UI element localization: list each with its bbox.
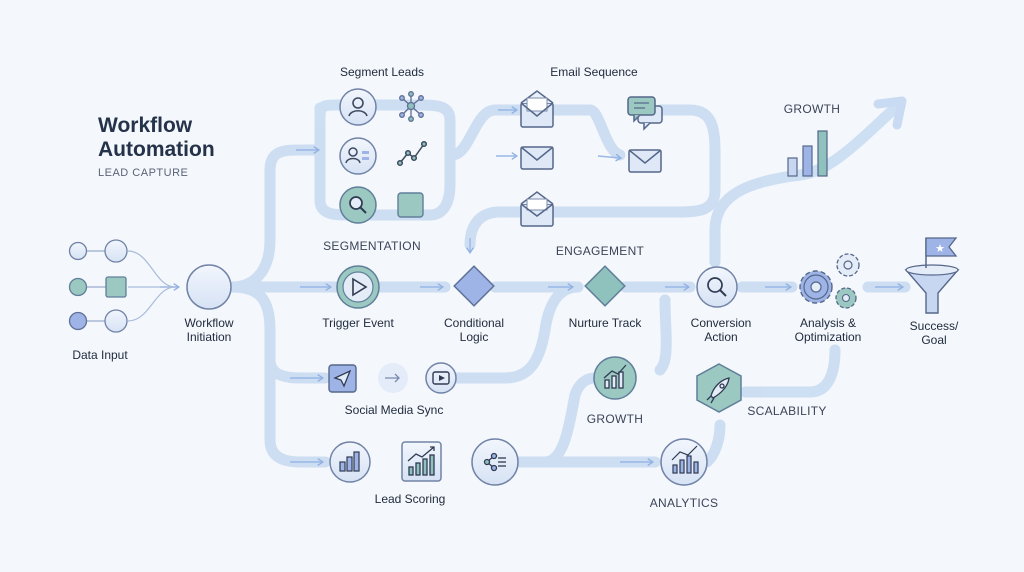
bar-chart-icon [671,445,699,474]
envelope-icon [520,146,554,170]
conditional-logic-diamond [453,265,495,307]
flag-icon [925,237,958,257]
title-line-2: Automation [98,137,215,161]
email-sequence-nodes [520,90,663,227]
envelope-open-icon [520,191,554,227]
input-node-4 [105,276,127,298]
label-nurture-track: Nurture Track [568,316,642,330]
bar-chart-icon [787,130,828,177]
input-node-2 [104,239,128,263]
play-icon [352,277,368,297]
page-title: Workflow Automation [98,114,215,161]
trend-chart-icon [401,441,442,482]
label-email-sequence: Email Sequence [550,65,638,79]
label-growth-mid: GROWTH [586,412,644,426]
input-node-5 [68,311,88,331]
input-node-1 [68,241,88,261]
data-input-cluster [68,239,176,333]
conversion-action-node [696,266,738,308]
user-icon [339,88,377,126]
label-segmentation: SEGMENTATION [323,239,421,253]
funnel-icon: ★ [904,237,960,314]
label-scalability: SCALABILITY [747,404,827,418]
rocket-icon [706,377,730,404]
bar-chart-icon [339,451,360,472]
nurture-track-diamond [584,265,626,307]
chat-icon [627,96,663,131]
segment-leads-nodes [339,88,428,224]
input-node-3 [68,277,88,297]
page-subtitle: LEAD CAPTURE [98,167,189,179]
label-engagement: ENGAGEMENT [555,244,645,258]
bar-chart-icon [603,364,627,389]
label-growth-top: GROWTH [783,102,841,116]
network-icon [399,91,424,122]
search-icon [707,277,723,293]
input-node-6 [104,309,128,333]
svg-text:★: ★ [935,242,945,255]
nodes-list-node [471,438,519,486]
nodes-list-icon [483,452,506,472]
gear-icon [799,253,860,309]
label-success-goal: Success/Goal [909,319,959,347]
label-trigger-event: Trigger Event [322,316,394,330]
label-analysis-optimization: Analysis &Optimization [794,316,862,344]
growth-arrow-icon [873,96,907,130]
title-line-1: Workflow [98,114,193,137]
label-analytics: ANALYTICS [649,496,719,510]
label-segment-leads: Segment Leads [339,65,425,79]
flow-arrows [160,106,905,466]
user-group-icon [339,137,377,175]
envelope-open-icon [520,90,554,128]
workflow-initiation-node [186,264,232,310]
label-social-media-sync: Social Media Sync [344,403,444,417]
label-lead-scoring: Lead Scoring [374,492,446,506]
trend-line-icon [396,140,428,167]
square-icon [397,192,424,218]
envelope-icon [628,149,662,173]
label-data-input: Data Input [72,348,128,362]
